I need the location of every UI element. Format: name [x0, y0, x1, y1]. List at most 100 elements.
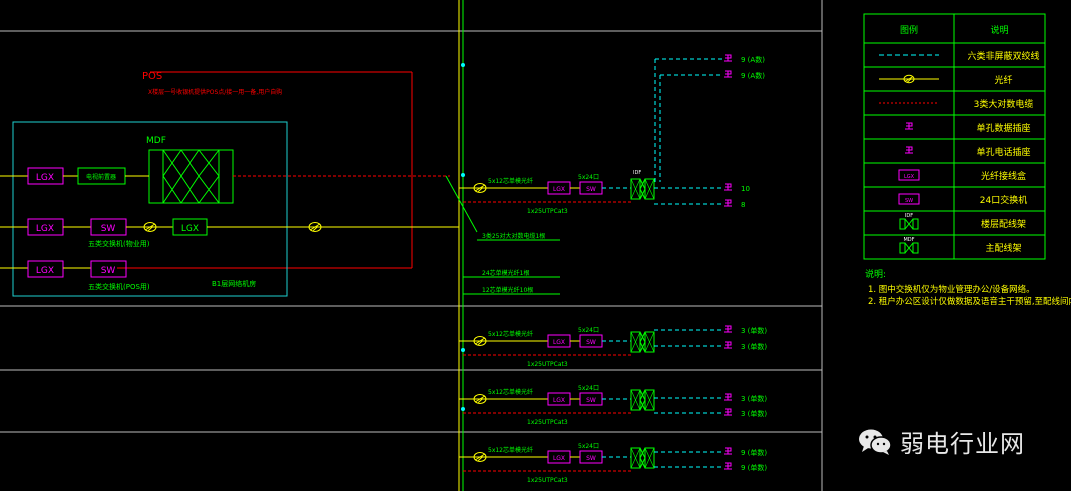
legend-desc: 单孔电话插座 [976, 146, 1030, 158]
branch-label: 24芯单模光纤1根 [482, 269, 529, 277]
legend-mdf-symbol [899, 242, 919, 254]
idf-label: IDF [633, 170, 641, 176]
branch-label: 12芯单模光纤10根 [482, 286, 533, 294]
fiber-slash [477, 340, 484, 345]
lgx-label: LGX [36, 173, 54, 183]
fiber-ring [473, 394, 487, 404]
outlet-glyph [724, 199, 732, 207]
sw-port-label: 5x24口 [578, 174, 599, 181]
legend-header-symbol: 图例 [900, 24, 918, 36]
legend-desc: 楼层配线架 [981, 218, 1026, 230]
lgx-label: LGX [36, 224, 54, 234]
watermark-text: 弱电行业网 [900, 430, 1025, 458]
legend-lgx-box [898, 169, 920, 181]
mdf-label: MDF [146, 136, 166, 146]
tv-box-label: 电视前置器 [86, 173, 116, 181]
sw-label: SW [101, 224, 116, 234]
outlet-glyph [724, 183, 732, 191]
outlet-glyph [724, 462, 732, 470]
legend-panel [899, 242, 906, 254]
pos-note: X楼层一号收银机提供POS点/接一用一备,用户自购 [148, 88, 282, 96]
fiber-slash [474, 395, 486, 403]
legend-desc: 主配线架 [985, 242, 1021, 254]
b1-room-frame [12, 121, 288, 297]
sw-caption: 五类交换机(POS用) [88, 282, 150, 291]
idf-cross [639, 447, 646, 469]
sw-label: SW [586, 455, 596, 462]
data-outlet-icon [724, 183, 732, 191]
copper-label: 1x25UTPCat3 [527, 477, 568, 484]
data-outlet-icon [724, 447, 732, 455]
data-outlet-icon [724, 462, 732, 470]
fiber-slash [474, 337, 486, 345]
sw-label: SW [586, 339, 596, 346]
mdf-panel [148, 149, 164, 204]
data-outlet-icon [724, 70, 732, 78]
idf-x [630, 447, 655, 469]
fiber-symbol [308, 222, 322, 232]
idf-x [630, 178, 655, 200]
fiber-slash [477, 456, 484, 461]
legend-cross [904, 242, 914, 254]
sw-box [90, 260, 127, 278]
lgx-label: LGX [181, 224, 199, 234]
note-item: 2. 租户办公区设计仅做数据及语音主干预留,至配线间内。 [868, 296, 1071, 307]
mdf-cross [162, 149, 220, 204]
legend-desc: 光纤 [994, 74, 1012, 86]
legend-idf-symbol [899, 218, 919, 230]
fiber-slash [474, 453, 486, 461]
sw-port-label: 5x24口 [578, 443, 599, 450]
fiber-label: 5x12芯单模光纤 [488, 388, 533, 396]
fiber-slash [312, 226, 319, 231]
sw-label: SW [101, 266, 116, 276]
lgx-box [27, 260, 64, 278]
branch-label: 3类25对大对数电缆1根 [482, 232, 545, 240]
riser-node [461, 63, 465, 67]
legend-header-desc: 说明 [990, 24, 1008, 36]
fiber-slash [144, 223, 156, 231]
fiber-ring [308, 222, 322, 232]
outlet-glyph [724, 393, 732, 401]
idf-cross [639, 331, 646, 353]
legend-desc: 单孔数据插座 [976, 122, 1030, 134]
outlet-count: 3 (单数) [741, 326, 767, 335]
data-outlet-icon [724, 341, 732, 349]
data-outlet-icon [724, 408, 732, 416]
data-outlet-icon [724, 199, 732, 207]
lgx-label: LGX [553, 339, 565, 346]
fiber-slash [477, 187, 484, 192]
fiber-slash [477, 398, 484, 403]
outlet-count: 10 [741, 185, 750, 193]
fiber-ring [903, 74, 915, 84]
watermark: 弱电行业网 [858, 424, 1025, 459]
wechat-icon [859, 429, 892, 455]
fiber-symbol [473, 336, 487, 346]
outlet-glyph [905, 122, 913, 130]
legend-mdf-text: MDF [903, 237, 914, 243]
legend-panel [899, 218, 906, 230]
sw-label: SW [586, 186, 596, 193]
data-outlet-icon [724, 54, 732, 62]
data-outlet-icon [724, 393, 732, 401]
fiber-ring [143, 222, 157, 232]
idf-cross [639, 178, 646, 200]
outlet-glyph [724, 341, 732, 349]
legend-desc: 3类大对数电缆 [974, 98, 1034, 110]
riser-node [461, 173, 465, 177]
fiber-label: 5x12芯单模光纤 [488, 330, 533, 338]
data-outlet-icon [905, 122, 913, 130]
idf-symbol [630, 178, 655, 200]
note-item: 1. 图中交换机仅为物业管理办公/设备网络。 [868, 284, 1035, 295]
pos-title: POS [142, 71, 162, 82]
outlet-glyph [724, 408, 732, 416]
mdf-panel [218, 149, 234, 204]
legend-idf-text: IDF [905, 213, 913, 219]
lgx-label: LGX [553, 455, 565, 462]
copper-label: 1x25UTPCat3 [527, 361, 568, 368]
outlet-glyph [724, 70, 732, 78]
branch-leader [445, 175, 478, 233]
legend-lgx-text: LGX [904, 174, 915, 180]
fiber-slash [474, 184, 486, 192]
fiber-ring [473, 336, 487, 346]
